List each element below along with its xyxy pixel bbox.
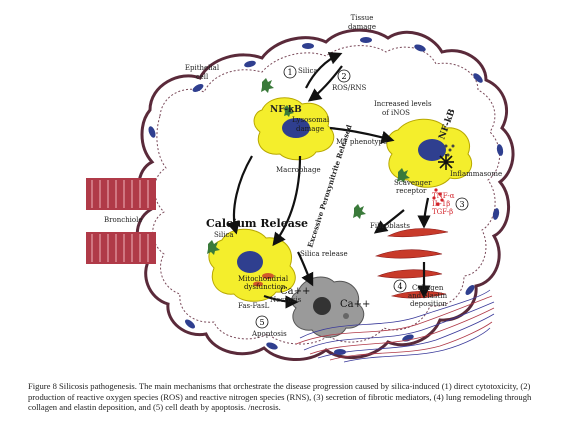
label-epithelial-2: cell <box>196 73 209 81</box>
label-m1-phenotype: M1 phenotype <box>336 138 387 146</box>
label-scavenger-2: receptor <box>396 187 427 195</box>
label-increased-2: of iNOS <box>382 109 410 117</box>
label-collagen-2: and elastin <box>408 292 448 300</box>
silica-laden-cell <box>208 228 296 302</box>
label-fibroblasts: Fibroblasts <box>370 222 410 230</box>
label-mito-2: dysfunction <box>244 283 286 291</box>
label-nfkb-macrophage: NF-kB <box>270 105 302 115</box>
label-fas-fasl: Fas-FasL <box>238 302 270 310</box>
pathway-arrows <box>226 52 431 309</box>
label-macrophage: Macrophage <box>276 166 321 174</box>
step-number-5: 5 <box>255 315 269 329</box>
cytokine-dots <box>432 188 444 206</box>
bronchiole <box>86 178 156 264</box>
step-number-2: 2 <box>337 69 351 83</box>
step-number-1: 1 <box>283 65 297 79</box>
label-ca-2: Ca++ <box>340 299 370 310</box>
caption-body: The main mechanisms that orchestrate the… <box>28 381 532 412</box>
step-number-3: 3 <box>455 197 469 211</box>
label-mito-1: Mitochondrial <box>238 275 289 283</box>
necrotic-cell <box>291 276 365 338</box>
svg-text:1: 1 <box>287 68 292 77</box>
fibroblasts <box>374 228 449 299</box>
macrophage-cell <box>253 97 335 161</box>
label-ros-rns: ROS/RNS <box>332 84 367 92</box>
inflammasome-icon <box>438 154 454 170</box>
collagen-fibers <box>295 289 495 363</box>
label-silica-release: Silica release <box>300 250 348 258</box>
label-silica-left: Silica <box>214 231 234 239</box>
label-collagen-3: deposition <box>410 300 447 308</box>
label-epithelial-1: Epithelial <box>185 64 220 72</box>
label-apoptosis: Apoptosis <box>251 330 287 338</box>
svg-text:2: 2 <box>341 72 346 81</box>
label-tissue-damage-2: damage <box>348 23 376 31</box>
label-silica-top: Silica <box>298 67 318 75</box>
label-il1: IL-1β <box>432 200 450 208</box>
label-calcium-release: Calcium Release <box>206 217 308 230</box>
label-inflammasome: Inflammasome <box>450 170 502 178</box>
label-increased-1: Increased levels <box>374 100 432 108</box>
silica-particles <box>207 78 410 255</box>
figure-caption: Figure 8 Silicosis pathogenesis. The mai… <box>28 381 538 413</box>
label-tnf: TNF-α <box>432 192 455 200</box>
label-lysosomal-1: Lysosomal <box>292 116 330 124</box>
svg-text:3: 3 <box>459 200 464 209</box>
m1-macrophage-cell <box>386 118 473 188</box>
label-ca-1: Ca++ <box>280 286 310 297</box>
label-collagen-1: Collagen <box>412 284 444 292</box>
caption-lead: Figure 8 Silicosis pathogenesis. <box>28 381 137 391</box>
label-tgf: TGF-β <box>432 208 453 216</box>
step-number-4: 4 <box>393 279 407 293</box>
label-necrosis: Necrosis <box>270 296 302 304</box>
svg-text:4: 4 <box>397 282 402 291</box>
label-bronchiole: Bronchiole <box>104 216 142 224</box>
label-scavenger-1: Scavenger <box>394 179 432 187</box>
svg-text:5: 5 <box>259 318 264 327</box>
label-lysosomal-2: damage <box>296 125 324 133</box>
label-tissue-damage-1: Tissue <box>351 14 374 22</box>
